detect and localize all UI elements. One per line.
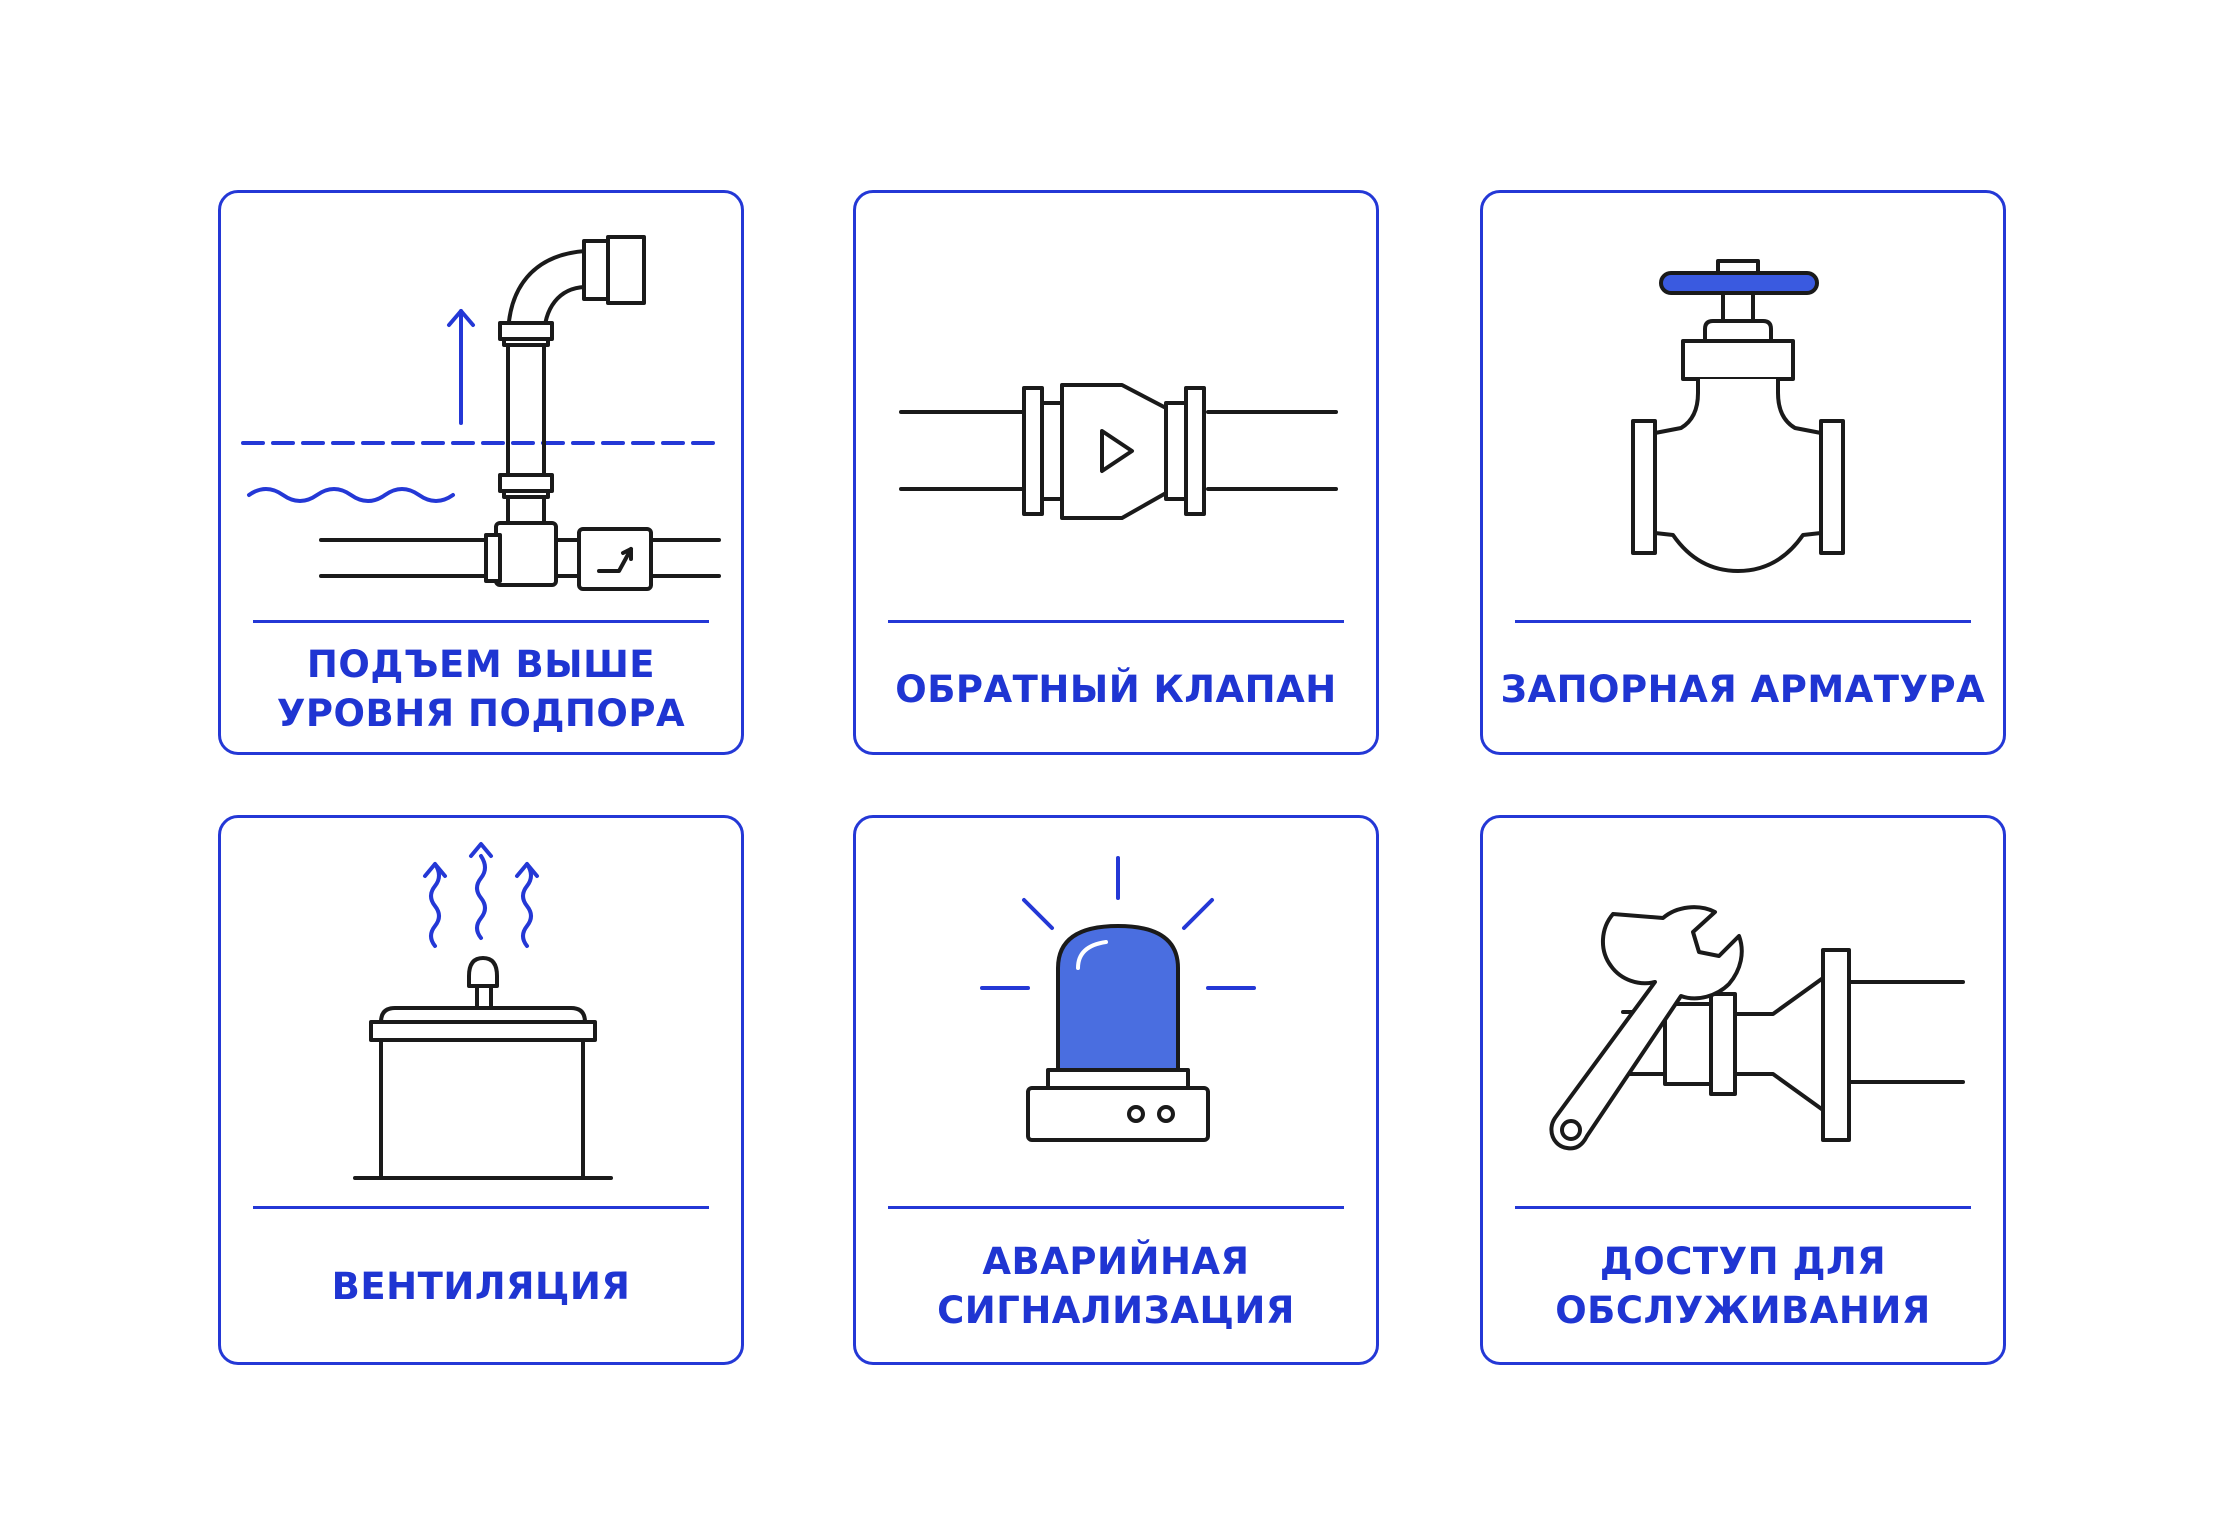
card-title: ОБРАТНЫЙ КЛАПАН [895,667,1337,711]
card-divider [1515,620,1971,623]
alarm-beacon-icon [980,856,1256,1142]
check-valve-icon [899,383,1338,520]
card-check-valve: ОБРАТНЫЙ КЛАПАН [853,190,1379,755]
card-service-access: ДОСТУП ДЛЯ ОБСЛУЖИВАНИЯ [1480,815,2006,1365]
card-title: ПОДЪЕМ ВЫШЕ УРОВНЯ ПОДПОРА [276,643,686,735]
card-title: ВЕНТИЛЯЦИЯ [331,1264,631,1308]
gate-valve-icon [1631,259,1845,573]
pipe-rise-icon [241,235,723,591]
wrench-service-icon [1549,905,1965,1151]
card-alarm: АВАРИЙНАЯ СИГНАЛИЗАЦИЯ [853,815,1379,1365]
card-divider [1515,1206,1971,1209]
card-title: ЗАПОРНАЯ АРМАТУРА [1500,667,1986,711]
card-divider [253,620,709,623]
card-divider [888,1206,1344,1209]
card-rise-above-backwater: ПОДЪЕМ ВЫШЕ УРОВНЯ ПОДПОРА [218,190,744,755]
card-gate-valve: ЗАПОРНАЯ АРМАТУРА [1480,190,2006,755]
card-divider [253,1206,709,1209]
card-ventilation: ВЕНТИЛЯЦИЯ [218,815,744,1365]
card-title: ДОСТУП ДЛЯ ОБСЛУЖИВАНИЯ [1555,1240,1931,1332]
ventilation-icon [353,842,613,1180]
card-divider [888,620,1344,623]
card-title: АВАРИЙНАЯ СИГНАЛИЗАЦИЯ [937,1240,1295,1332]
